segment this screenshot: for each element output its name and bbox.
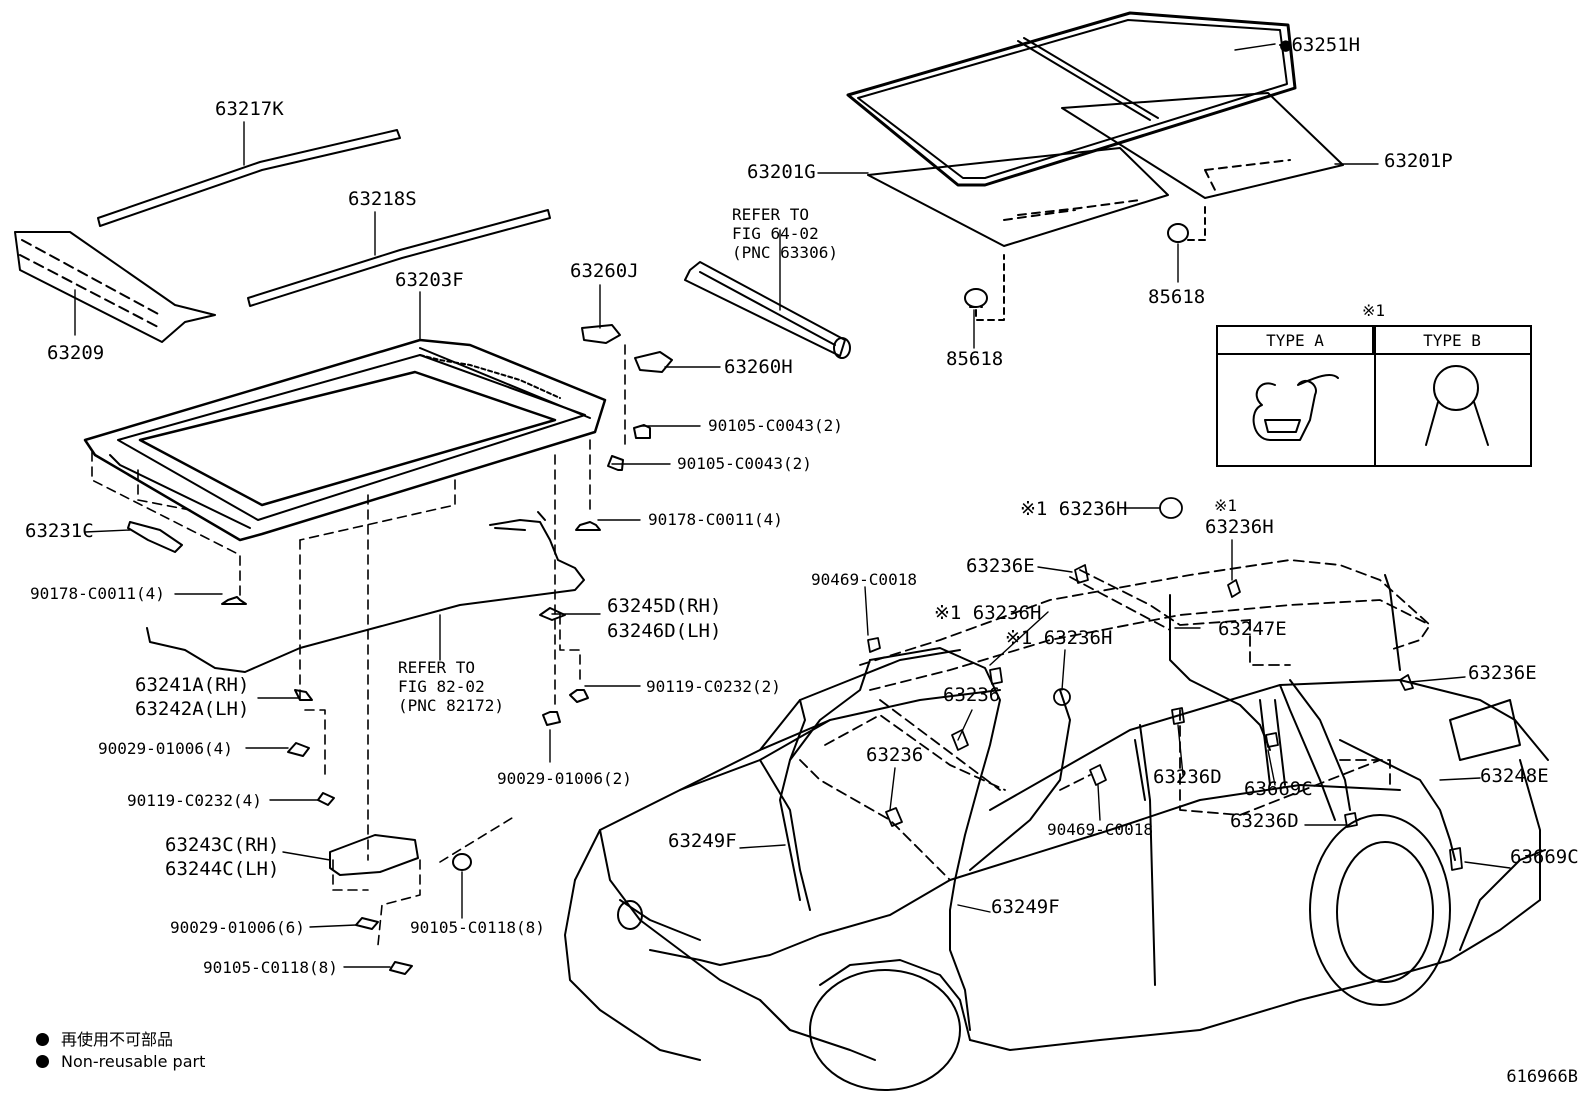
label-63242A: 63242A(LH)	[135, 698, 250, 720]
label-90105-C0118-b: 90105-C0118(8)	[203, 958, 338, 977]
label-63236H-b-mark: ※1	[1214, 496, 1238, 515]
label-90105-C0118-a: 90105-C0118(8)	[410, 918, 545, 937]
type-b-header: TYPE B	[1374, 327, 1530, 355]
clip-type-box: TYPE A TYPE B	[1216, 325, 1532, 467]
roof-molding-63217K	[97, 129, 401, 227]
weatherstrip-63251H	[846, 11, 1297, 187]
label-63246D: 63246D(LH)	[607, 620, 722, 642]
label-63247E: 63247E	[1218, 618, 1287, 640]
bracket-63243C	[329, 834, 419, 876]
label-63203F: 63203F	[395, 269, 464, 291]
label-63236H-a: ※1 63236H	[1020, 498, 1128, 520]
label-63236E-a: 63236E	[966, 555, 1035, 577]
refer-note-drain: REFER TO FIG 82-02 (PNC 82172)	[398, 658, 504, 715]
bracket-63231C	[127, 521, 183, 553]
sunshade-roller	[684, 261, 851, 359]
label-90029-01006-a: 90029-01006(4)	[98, 739, 233, 758]
label-63249F-a: 63249F	[668, 830, 737, 852]
label-90119-C0232-b: 90119-C0232(4)	[127, 791, 262, 810]
vehicle-hoses	[779, 574, 1456, 1031]
label-63251H: ●63251H	[1280, 34, 1361, 56]
label-63218S: 63218S	[348, 188, 417, 210]
label-63236-b: 63236	[866, 744, 924, 766]
motor-parts	[581, 324, 673, 373]
label-63201P: 63201P	[1384, 150, 1453, 172]
vehicle-body	[564, 649, 1549, 1091]
label-63669C-a: 63669C	[1244, 778, 1313, 800]
label-90105-C0043-a: 90105-C0043(2)	[708, 416, 843, 435]
fastener-set	[221, 424, 651, 975]
label-63249F-b: 63249F	[991, 896, 1060, 918]
vehicle-leader-lines	[739, 507, 1511, 913]
label-63236D-b: 63236D	[1230, 810, 1299, 832]
label-63201G: 63201G	[747, 161, 816, 183]
clip-type-illustrations	[1252, 365, 1489, 446]
leader-lines	[74, 43, 1379, 968]
label-90178-C0011-b: 90178-C0011(4)	[30, 584, 165, 603]
type-box-divider	[1374, 327, 1376, 465]
label-85618-b: 85618	[1148, 286, 1206, 308]
diagram-code: 616966B	[1506, 1067, 1578, 1087]
label-90119-C0232-a: 90119-C0232(2)	[646, 677, 781, 696]
drain-hose-rear	[146, 519, 585, 673]
legend-non-reusable-en: Non-reusable part	[36, 1052, 205, 1071]
label-63231C: 63231C	[25, 520, 94, 542]
label-63260H: 63260H	[724, 356, 793, 378]
label-85618-a: 85618	[946, 348, 1004, 370]
label-63669C-b: 63669C	[1510, 846, 1579, 868]
label-63260J: 63260J	[570, 260, 639, 282]
legend-non-reusable-jp: 再使用不可部品	[36, 1026, 173, 1050]
label-90029-01006-c: 90029-01006(6)	[170, 918, 305, 937]
deflector-63209	[14, 231, 216, 343]
label-90469-C0018-a: 90469-C0018	[811, 570, 917, 589]
glass-panel-63201G	[867, 147, 1169, 247]
label-63236-a: 63236	[943, 684, 1001, 706]
label-90469-C0018-b: 90469-C0018	[1047, 820, 1153, 839]
bullet-icon	[36, 1055, 49, 1068]
type-box-mark: ※1	[1362, 301, 1386, 320]
label-90178-C0011-a: 90178-C0011(4)	[648, 510, 783, 529]
refer-note-sunshade: REFER TO FIG 64-02 (PNC 63306)	[732, 205, 838, 262]
clip-85618-a	[964, 254, 1005, 321]
clip-85618-b	[1167, 204, 1206, 243]
label-63243C: 63243C(RH)	[165, 834, 280, 856]
label-63236H-d: ※1 63236H	[1005, 627, 1113, 649]
guide-lines-housing	[91, 344, 626, 946]
label-63236D-a: 63236D	[1153, 766, 1222, 788]
label-90029-01006-b: 90029-01006(2)	[497, 769, 632, 788]
label-63209: 63209	[47, 342, 105, 364]
type-a-header: TYPE A	[1218, 327, 1374, 355]
label-63241A: 63241A(RH)	[135, 674, 250, 696]
bullet-icon	[36, 1033, 49, 1046]
label-63217K: 63217K	[215, 98, 284, 120]
roof-molding-63218S	[247, 209, 551, 307]
label-63236H-b: 63236H	[1205, 516, 1274, 538]
label-63244C: 63244C(LH)	[165, 858, 280, 880]
label-63236E-b: 63236E	[1468, 662, 1537, 684]
label-63245D: 63245D(RH)	[607, 595, 722, 617]
glass-panel-63201P	[1061, 92, 1344, 199]
sunroof-housing-63203F	[83, 338, 607, 542]
label-63236H-c: ※1 63236H	[934, 602, 1042, 624]
label-90105-C0043-b: 90105-C0043(2)	[677, 454, 812, 473]
drain-hose-front	[494, 511, 546, 531]
label-63248E: 63248E	[1480, 765, 1549, 787]
vehicle-roof-dashed	[799, 559, 1431, 881]
